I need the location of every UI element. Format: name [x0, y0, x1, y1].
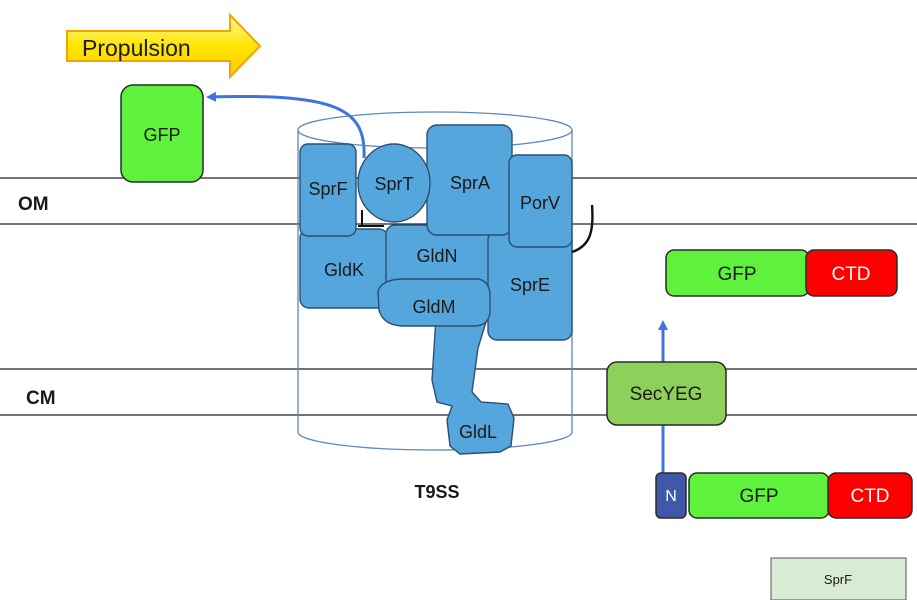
- propulsion-arrow: Propulsion: [66, 12, 262, 80]
- spra-component: SprA: [426, 124, 513, 236]
- gldm-component: GldM: [377, 278, 491, 327]
- secyeg-label: SecYEG: [630, 384, 703, 405]
- sprf-key-box: SprF: [770, 557, 907, 600]
- mature-ctd-box: [805, 249, 898, 297]
- t9ss-label: T9SS: [414, 482, 459, 502]
- precursor-n-box: [655, 472, 687, 519]
- porv-component: PorV: [508, 154, 573, 248]
- exported-gfp-label: GFP: [143, 125, 180, 145]
- precursor-ctd-label: CTD: [850, 486, 889, 507]
- spre-label: SprE: [510, 275, 550, 295]
- gldk-component: GldK: [299, 228, 389, 309]
- precursor-substrate: N GFP CTD: [655, 472, 913, 519]
- om-label: OM: [18, 194, 49, 215]
- sprf-key-label: SprF: [824, 572, 852, 587]
- mature-gfp-label: GFP: [717, 264, 756, 285]
- exported-gfp-box: GFP: [120, 84, 204, 183]
- lipid-anchor-spre: [571, 204, 594, 254]
- precursor-ctd-box: [827, 472, 913, 519]
- sprt-label: SprT: [374, 174, 413, 194]
- mature-ctd-label: CTD: [831, 264, 870, 285]
- sprf-component: SprF: [299, 143, 357, 237]
- gldl-component: GldL: [431, 317, 515, 455]
- cm-label: CM: [26, 388, 56, 409]
- gldk-label: GldK: [324, 260, 364, 280]
- propulsion-label: Propulsion: [82, 35, 191, 61]
- lipid-anchor-sprf: [358, 210, 384, 227]
- mature-substrate: GFP CTD: [665, 249, 898, 297]
- sprf-label: SprF: [308, 179, 347, 199]
- precursor-gfp-label: GFP: [739, 486, 778, 507]
- precursor-n-label: N: [665, 488, 677, 505]
- sprt-component: SprT: [357, 143, 431, 223]
- export-arrow: [206, 91, 366, 159]
- gldm-label: GldM: [412, 297, 455, 317]
- porv-label: PorV: [520, 193, 560, 213]
- gldn-label: GldN: [416, 246, 457, 266]
- spra-label: SprA: [450, 173, 490, 193]
- secyeg-box: SecYEG: [606, 361, 727, 426]
- gldl-label: GldL: [459, 422, 497, 442]
